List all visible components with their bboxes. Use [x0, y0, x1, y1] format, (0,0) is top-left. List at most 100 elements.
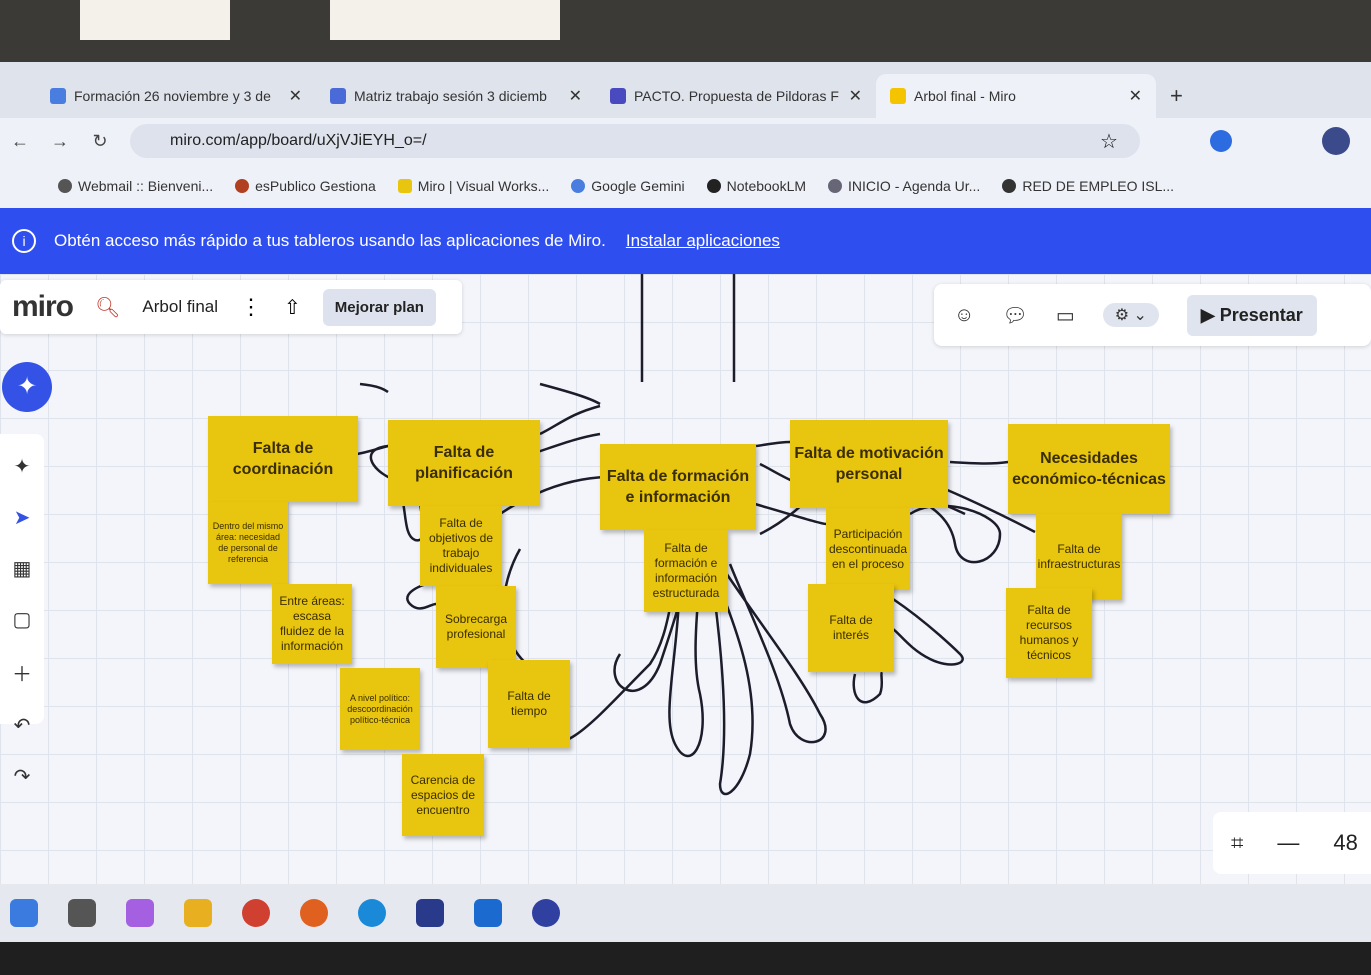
sticky-note[interactable]: Falta de formación e información: [600, 444, 756, 530]
outlook-icon[interactable]: [474, 899, 502, 927]
board-canvas[interactable]: miro 🔍︎ Arbol final ⋮ ⇧ Mejorar plan ☺ 💬…: [0, 274, 1371, 884]
bookmark[interactable]: NotebookLM: [706, 178, 806, 194]
close-icon[interactable]: ✕: [288, 88, 302, 105]
redo-icon[interactable]: ↷: [13, 766, 31, 788]
gemini-icon: [571, 179, 586, 193]
sticky-note[interactable]: Sobrecarga profesional: [436, 586, 516, 668]
star-icon[interactable]: ☆: [1100, 130, 1118, 153]
sticky-note[interactable]: Falta de planificación: [388, 420, 540, 506]
file-explorer-icon[interactable]: [184, 899, 212, 927]
present-button[interactable]: ▶ Presentar: [1186, 294, 1317, 336]
task-view-icon[interactable]: [68, 899, 96, 927]
docs-icon: [330, 88, 346, 104]
browser-tab[interactable]: Matriz trabajo sesión 3 diciemb✕: [316, 74, 596, 118]
browser-tab-active[interactable]: Arbol final - Miro✕: [876, 74, 1156, 118]
undo-icon[interactable]: ↶: [13, 715, 31, 737]
start-icon[interactable]: [10, 899, 38, 927]
browser-tab[interactable]: PACTO. Propuesta de Pildoras F✕: [596, 74, 876, 118]
more-options-icon[interactable]: ⋮: [240, 294, 263, 319]
sticky-note[interactable]: Falta de recursos humanos y técnicos: [1006, 588, 1092, 678]
sticky-note[interactable]: Necesidades económico-técnicas: [1008, 424, 1170, 514]
sticky-note[interactable]: Falta de coordinación: [208, 416, 358, 502]
bookmark-icon: [706, 179, 721, 193]
sticky-note[interactable]: Falta de formación e información estruct…: [644, 530, 728, 612]
new-tab-button[interactable]: +: [1170, 83, 1183, 108]
fit-frame-icon[interactable]: ⌗: [1231, 830, 1244, 855]
miro-top-left-toolbar: miro 🔍︎ Arbol final ⋮ ⇧ Mejorar plan: [0, 280, 462, 334]
select-cursor-icon[interactable]: ➤: [13, 507, 31, 529]
zoom-out-button[interactable]: —: [1277, 830, 1300, 855]
bookmark[interactable]: esPublico Gestiona: [235, 178, 376, 194]
sticky-note[interactable]: Participación descontinuada en el proces…: [826, 508, 910, 590]
sticky-note[interactable]: Dentro del mismo área: necesidad de pers…: [208, 502, 288, 584]
templates-icon[interactable]: ▦: [12, 558, 32, 580]
store-icon[interactable]: [416, 899, 444, 927]
forward-icon[interactable]: →: [51, 130, 69, 151]
close-icon[interactable]: ✕: [1128, 88, 1142, 105]
video-icon[interactable]: ▭: [1055, 304, 1075, 327]
back-icon[interactable]: ←: [11, 130, 29, 151]
collaborators-dropdown[interactable]: ⚙ ⌄: [1102, 303, 1159, 327]
copilot-icon[interactable]: [126, 899, 154, 927]
window-light: [80, 0, 230, 40]
sticky-note[interactable]: A nivel político: descoordinación políti…: [340, 668, 420, 750]
windows-taskbar: [0, 884, 1371, 942]
sticky-note-icon[interactable]: ▢: [12, 609, 32, 631]
sparkle-tool-icon[interactable]: ✦: [13, 456, 31, 478]
url-input[interactable]: miro.com/app/board/uXjVJiEYH_o=/: [130, 124, 1140, 158]
zoom-extension-icon[interactable]: [1210, 130, 1232, 152]
address-bar-row: ← → ↻ miro.com/app/board/uXjVJiEYH_o=/ ☆: [0, 118, 1371, 164]
bookmark[interactable]: Miro | Visual Works...: [397, 178, 549, 194]
miro-logo[interactable]: miro: [12, 290, 74, 323]
search-icon[interactable]: 🔍︎: [95, 296, 121, 319]
sticky-note[interactable]: Falta de motivación personal: [790, 420, 948, 508]
sticky-note[interactable]: Falta de tiempo: [488, 660, 570, 748]
comments-icon[interactable]: 💬︎: [1002, 304, 1028, 327]
install-banner: i Obtén acceso más rápido a tus tableros…: [0, 208, 1371, 274]
window-light: [330, 0, 560, 40]
sticky-note[interactable]: Falta de objetivos de trabajo individual…: [420, 506, 502, 586]
miro-top-right-toolbar: ☺ 💬︎ ▭ ⚙ ⌄ ▶ Presentar: [934, 284, 1371, 346]
sticky-note[interactable]: Falta de interés: [808, 584, 894, 672]
sticky-note[interactable]: Carencia de espacios de encuentro: [402, 754, 484, 836]
bookmarks-bar: Webmail :: Bienveni... esPublico Gestion…: [0, 164, 1371, 208]
bookmark[interactable]: INICIO - Agenda Ur...: [828, 178, 980, 194]
bookmark-icon: [828, 179, 843, 193]
monitor-bezel: [0, 942, 1371, 975]
info-icon: i: [12, 229, 36, 253]
zoom-level[interactable]: 48: [1333, 830, 1358, 855]
zoom-controls: ⌗ — 48: [1213, 812, 1371, 874]
bookmark[interactable]: Webmail :: Bienveni...: [58, 178, 213, 194]
sticky-note[interactable]: Falta de infraestructuras: [1036, 514, 1122, 600]
edge-icon[interactable]: [358, 899, 386, 927]
tab-strip: Formación 26 noviembre y 3 de✕ Matriz tr…: [0, 62, 1371, 118]
chrome-icon[interactable]: [242, 899, 270, 927]
close-icon[interactable]: ✕: [848, 88, 862, 105]
bookmark[interactable]: Google Gemini: [571, 178, 685, 194]
firefox-icon[interactable]: [300, 899, 328, 927]
add-icon[interactable]: ＋: [12, 664, 32, 686]
profile-avatar[interactable]: [1322, 127, 1350, 155]
ai-assistant-button[interactable]: ✦: [2, 362, 52, 412]
monitor-screen: Formación 26 noviembre y 3 de✕ Matriz tr…: [0, 62, 1371, 942]
bookmark-icon: [58, 179, 72, 193]
miro-icon: [890, 88, 906, 104]
bookmark-icon: [397, 179, 412, 193]
play-icon: ▶: [1200, 304, 1220, 325]
upgrade-plan-button[interactable]: Mejorar plan: [322, 288, 436, 326]
bookmark-icon: [235, 179, 250, 193]
board-name[interactable]: Arbol final: [142, 297, 219, 316]
left-toolbar: ✦ ➤ ▦ ▢ ＋ ↶ ↷: [0, 434, 44, 788]
reactions-icon[interactable]: ☺: [954, 303, 975, 326]
reload-icon[interactable]: ↻: [92, 130, 108, 151]
sheets-icon: [610, 88, 626, 104]
chrome-profile-icon[interactable]: [532, 899, 560, 927]
close-icon[interactable]: ✕: [568, 88, 582, 105]
drive-icon: [50, 88, 66, 104]
share-upload-icon[interactable]: ⇧: [284, 296, 301, 319]
sticky-note[interactable]: Entre áreas: escasa fluidez de la inform…: [272, 584, 352, 664]
bookmark[interactable]: RED DE EMPLEO ISL...: [1002, 178, 1174, 194]
browser-tab[interactable]: Formación 26 noviembre y 3 de✕: [36, 74, 316, 118]
globe-icon: [1002, 179, 1017, 193]
install-apps-link[interactable]: Instalar aplicaciones: [625, 231, 780, 250]
